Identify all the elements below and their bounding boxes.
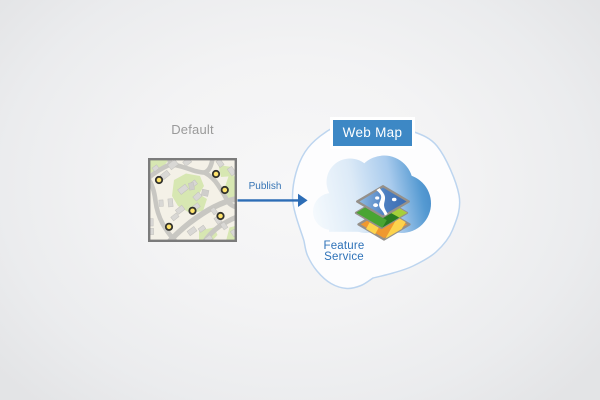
publish-label: Publish	[248, 181, 282, 192]
default-label: Default	[171, 122, 214, 137]
map-thumbnail	[147, 157, 237, 242]
webmap-badge: Web Map	[330, 116, 415, 149]
publish-arrow	[237, 193, 308, 207]
map-feature-points	[154, 169, 229, 231]
feature-service-line2: Service	[324, 251, 364, 263]
feature-service-line1: Feature	[323, 239, 365, 252]
map-border	[147, 157, 237, 242]
publish-arrowhead	[298, 193, 308, 207]
webmap-label: Web Map	[342, 125, 403, 140]
feature-service-label: Feature Service	[294, 239, 394, 264]
layer-blue	[356, 185, 410, 218]
